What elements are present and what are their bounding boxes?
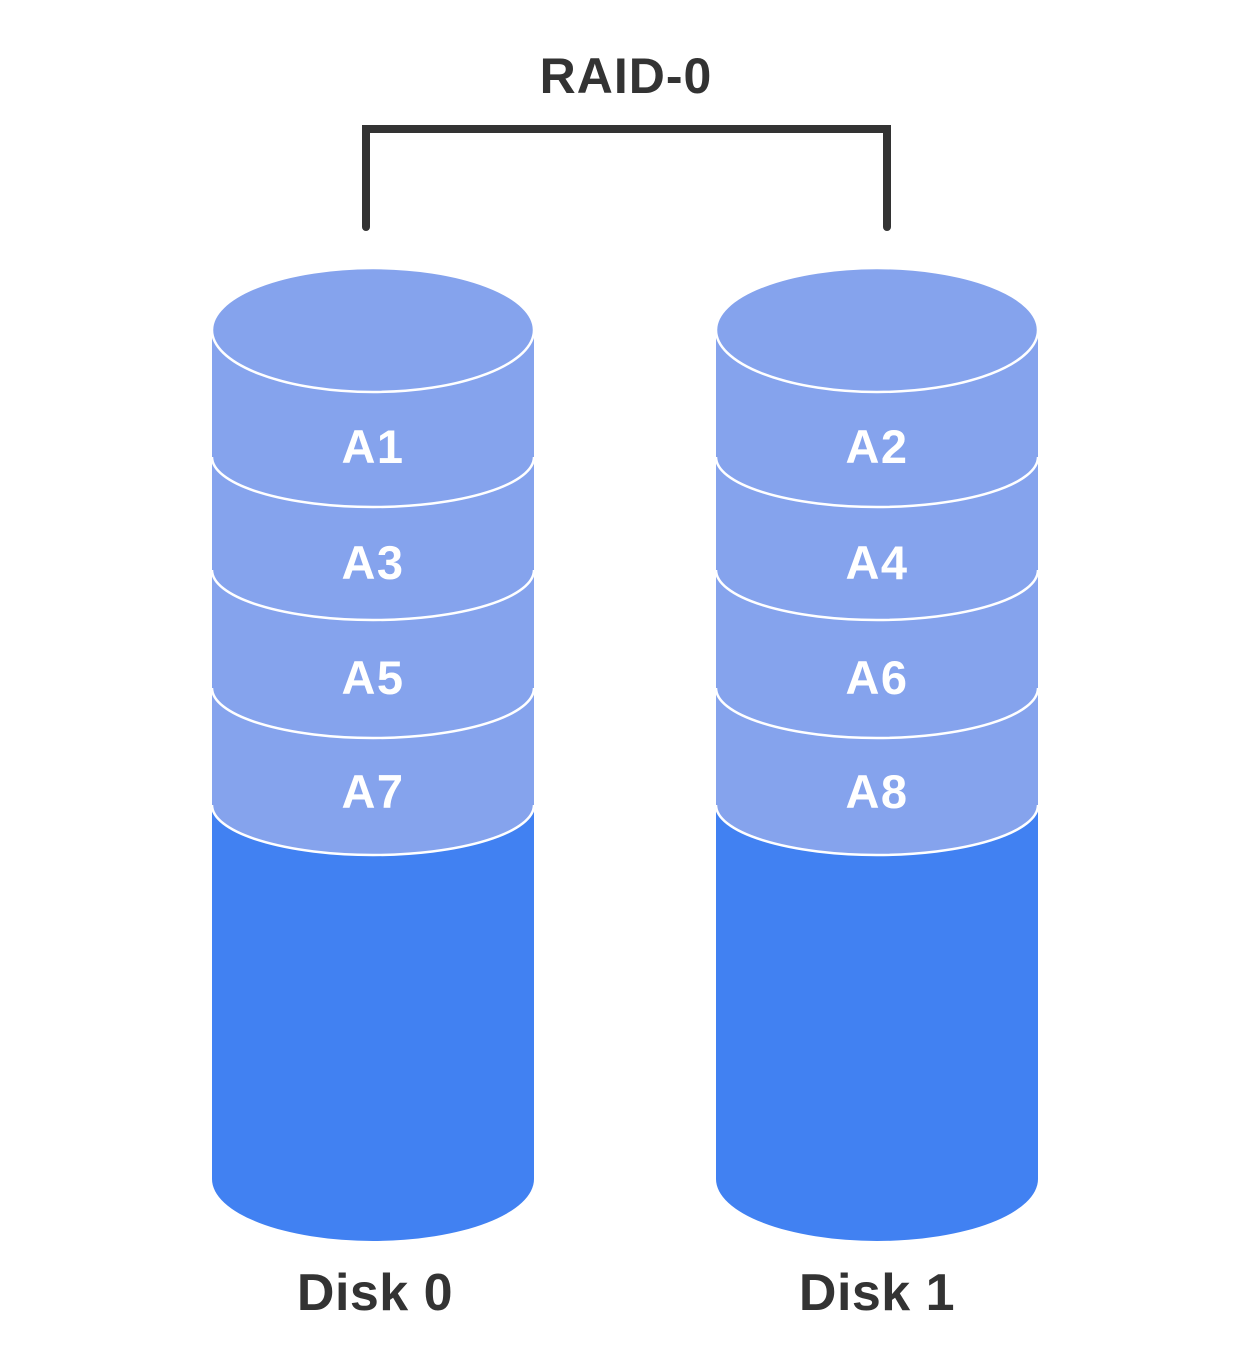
disk-1-divider-arc-4	[714, 804, 1040, 857]
disk-0-divider-arc-3	[210, 687, 536, 740]
raid-group-bracket	[362, 125, 891, 231]
disk-1-cylinder: A2 A4 A6 A8 Disk 1	[714, 266, 1040, 1322]
disk-1-top-face	[714, 266, 1040, 394]
disk-0-block-label-3: A7	[341, 765, 404, 818]
disk-1-block-label-2: A6	[845, 651, 908, 704]
disk-1-divider-arc-3	[714, 687, 1040, 740]
disk-1-block-label-3: A8	[845, 765, 908, 818]
disk-0-cylinder: A1 A3 A5 A7 Disk 0	[210, 266, 536, 1322]
disk-0-label: Disk 0	[297, 1264, 453, 1322]
disk-0-striped-region	[212, 330, 534, 855]
disk-0-top-face	[210, 266, 536, 394]
disk-1-divider-arc-1	[714, 456, 1040, 509]
disk-1-block-label-1: A4	[845, 536, 908, 589]
diagram-title: RAID-0	[540, 48, 713, 104]
disk-0-divider-arc-4	[210, 804, 536, 857]
disk-0-divider-arc-1	[210, 456, 536, 509]
disk-1-divider-arc-2	[714, 569, 1040, 622]
disk-1-block-label-0: A2	[845, 420, 908, 473]
disk-1-striped-region	[716, 330, 1038, 855]
disk-0-block-label-2: A5	[341, 651, 404, 704]
disk-0-divider-arc-2	[210, 569, 536, 622]
disk-0-block-label-0: A1	[341, 420, 404, 473]
disk-0-block-label-1: A3	[341, 536, 404, 589]
disk-1-label: Disk 1	[799, 1264, 955, 1322]
